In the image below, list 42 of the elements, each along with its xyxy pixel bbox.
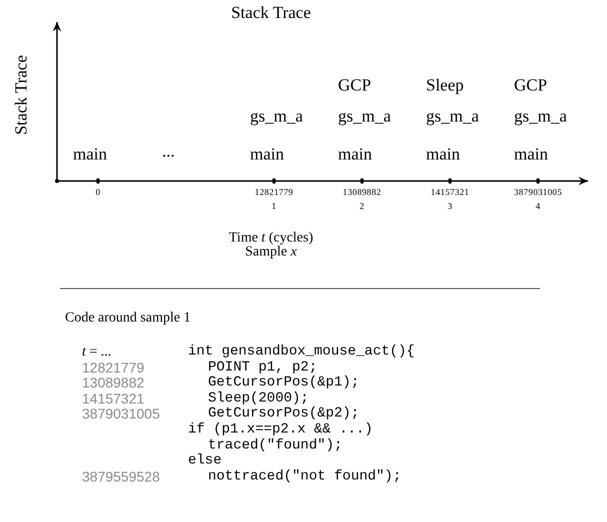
stack-frame-label: main — [338, 146, 372, 164]
tick-label: 2 — [360, 202, 364, 212]
timestamp-label: 3879559528 — [82, 469, 160, 484]
stack-frame-label: gs_m_a — [426, 108, 479, 126]
stack-frame-label: GCP — [338, 76, 372, 96]
code-line: traced("found"); — [208, 438, 342, 453]
code-line: GetCursorPos(&p2); — [208, 406, 360, 422]
code-line: Sleep(2000); — [208, 391, 309, 406]
tick-label: 1 — [272, 202, 276, 212]
code-line: if (p1.x==p2.x && ...) — [188, 422, 373, 438]
code-line: int gensandbox_mouse_act(){ — [188, 344, 415, 360]
axis-label: Sample x — [245, 244, 297, 260]
stack-frame-label: main — [426, 146, 460, 164]
timestamp-label: t = ... — [82, 344, 112, 360]
diagram-title: Stack Trace — [231, 3, 311, 23]
tick-label: 4 — [536, 202, 540, 212]
timestamp-label: 13089882 — [82, 376, 144, 391]
stack-frame-label: gs_m_a — [514, 108, 567, 126]
stack-frame-label: GCP — [514, 76, 548, 96]
timestamp-label: 14157321 — [82, 391, 144, 406]
code-line: GetCursorPos(&p1); — [208, 376, 360, 391]
stack-frame-label: gs_m_a — [250, 108, 303, 126]
stack-frame-label: main — [514, 146, 548, 164]
code-line: else — [188, 454, 222, 469]
tick-label: 13089882 — [342, 188, 382, 198]
stack-frame-label: gs_m_a — [338, 108, 391, 126]
stack-frame-label: ... — [162, 142, 175, 162]
stack-frame-label: main — [250, 146, 284, 164]
tick-label: 12821779 — [254, 188, 294, 198]
stack-frame-label: Sleep — [426, 76, 464, 96]
axis-label: Stack Trace — [12, 55, 32, 135]
code-line: POINT p1, p2; — [208, 360, 318, 375]
section-heading: Code around sample 1 — [65, 310, 191, 326]
timestamp-label: 3879031005 — [82, 406, 160, 422]
tick-label: 3 — [448, 202, 452, 212]
tick-label: 3879031005 — [514, 188, 562, 198]
stack-frame-label: main — [73, 146, 107, 164]
tick-label: 14157321 — [430, 188, 470, 198]
timestamp-label: 12821779 — [82, 360, 144, 376]
tick-label: 0 — [96, 188, 100, 198]
axis-label: Time t (cycles) — [228, 230, 314, 246]
code-line: nottraced("not found"); — [208, 469, 402, 484]
